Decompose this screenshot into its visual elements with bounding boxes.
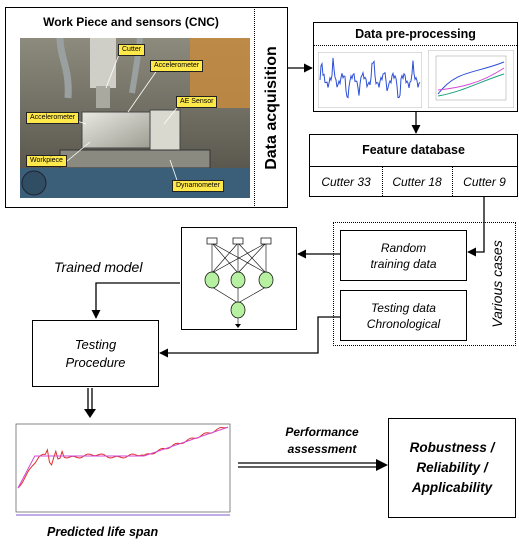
arrow-prediction-to-outcome-head <box>376 459 388 471</box>
acquisition-divider <box>254 9 255 206</box>
arrow-procedure-to-prediction-head <box>84 409 96 418</box>
cases-vertical-label: Various cases <box>489 240 505 328</box>
photo-coolant-hose-left <box>56 38 72 99</box>
photo-label-dynamometer: Dynamometer <box>172 180 224 192</box>
photo-label-accelerometer-left: Accelerometer <box>26 112 80 124</box>
feature-db-panel <box>309 134 518 197</box>
acquisition-vertical-label-wrap: Data acquisition <box>257 10 287 206</box>
performance-label: Performance assessment <box>262 424 382 458</box>
nn-hidden-node-1 <box>204 271 220 289</box>
feature-curve-1 <box>437 61 505 95</box>
nn-input-node-2 <box>232 237 244 245</box>
nn-output-arrow-head <box>235 324 241 328</box>
photo-label-cutter: Cutter <box>118 44 146 56</box>
random-training-line-1: Random <box>380 240 427 255</box>
testing-procedure-box: Testing Procedure <box>32 320 159 387</box>
nn-output-node <box>230 301 246 319</box>
feature-db-divider <box>310 166 517 167</box>
photo-coolant-hose-right <box>129 38 143 94</box>
cnc-photo <box>20 38 250 198</box>
photo-label-line-dyno <box>169 159 179 184</box>
performance-line-1: Performance <box>285 425 359 439</box>
feature-curve-2 <box>437 67 505 91</box>
acquisition-vertical-label: Data acquisition <box>263 46 280 170</box>
photo-label-line-accel-top <box>127 65 161 113</box>
neural-network-diagram <box>204 237 274 328</box>
photo-label-accelerometer-top: Accelerometer <box>150 60 204 72</box>
signal-waveform <box>319 57 421 99</box>
photo-handwheel <box>21 170 47 196</box>
feature-db-cell-divider-1 <box>382 167 383 196</box>
feature-db-title: Feature database <box>362 143 465 157</box>
actual-curve <box>17 426 229 489</box>
photo-workpiece <box>81 111 153 149</box>
nn-input-node-1 <box>206 237 218 245</box>
plot-frame <box>15 423 231 513</box>
nn-hidden-node-3 <box>258 271 274 289</box>
testing-procedure-line-1: Testing <box>74 336 117 352</box>
testing-data-line-1: Testing data <box>371 300 436 315</box>
trained-model-label: Trained model <box>54 259 143 275</box>
arrow-testing-data-to-procedure <box>159 316 340 358</box>
feature-db-cutter-2: Cutter 18 <box>392 175 442 189</box>
photo-label-line-workpiece <box>65 141 91 163</box>
predicted-life-plot <box>6 418 236 520</box>
predicted-curve <box>17 426 229 489</box>
photo-dynamometer <box>59 149 211 169</box>
testing-data-box: Testing data Chronological <box>340 290 467 341</box>
nn-input-node-3 <box>260 237 272 245</box>
feature-db-cutter-1: Cutter 33 <box>321 175 371 189</box>
testing-procedure-line-2: Procedure <box>65 354 126 370</box>
cases-group <box>333 222 516 346</box>
photo-label-workpiece: Workpiece <box>26 155 67 167</box>
preprocessing-title-divider <box>314 45 517 46</box>
photo-vise-right <box>149 109 181 153</box>
arrow-feature-db-to-cases <box>467 196 485 257</box>
photo-label-line-cutter <box>105 51 121 89</box>
feature-db-cell-divider-2 <box>452 167 453 196</box>
signal-thumbnail <box>318 52 422 108</box>
photo-tool-holder <box>96 86 110 108</box>
features-thumbnail <box>428 50 514 108</box>
performance-line-2: assessment <box>287 442 357 456</box>
cases-vertical-label-wrap: Various cases <box>480 224 514 344</box>
photo-label-ae-sensor: AE Sensor <box>176 96 218 108</box>
outcome-box: Robustness / Reliability / Applicability <box>388 418 516 518</box>
photo-spindle <box>90 38 116 88</box>
random-training-line-2: training data <box>370 256 437 271</box>
preprocessing-title: Data pre-processing <box>355 27 476 41</box>
predicted-caption: Predicted life span <box>47 525 159 539</box>
outcome-line-2: Reliability / <box>416 460 488 475</box>
nn-hidden-node-2 <box>230 271 246 289</box>
outcome-line-1: Robustness / <box>409 440 495 455</box>
feature-db-cutter-3: Cutter 9 <box>463 175 506 189</box>
acquisition-panel-title: Work Piece and sensors (CNC) <box>43 15 219 29</box>
testing-data-line-2: Chronological <box>366 316 441 331</box>
outcome-line-3: Applicability <box>411 480 493 495</box>
random-training-box: Random training data <box>340 230 467 281</box>
arrow-model-to-testing <box>91 282 180 319</box>
feature-curve-3 <box>437 73 505 97</box>
